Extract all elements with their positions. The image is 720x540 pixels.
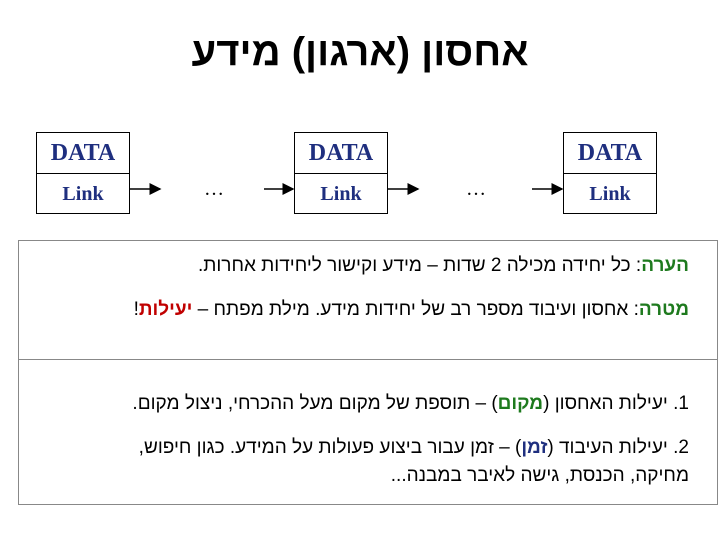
item-1-prefix: 1. יעילות האחסון (	[543, 393, 689, 414]
note-label: הערה	[641, 255, 689, 276]
data-field: DATA	[295, 133, 387, 174]
data-field: DATA	[37, 133, 129, 174]
goal-label: מטרה	[638, 299, 689, 320]
goal-keyword: יעילות	[138, 299, 193, 320]
item-1-key: מקום	[497, 393, 544, 414]
link-field: Link	[589, 182, 631, 205]
item-2-key: זמן	[521, 437, 548, 458]
list-node-3: DATA Link	[563, 132, 657, 214]
goal-line: מטרה: אחסון ועיבוד מספר רב של יחידות מיד…	[39, 297, 689, 323]
note-text: : כל יחידה מכילה 2 שדות – מידע וקישור לי…	[197, 255, 642, 276]
item-1: 1. יעילות האחסון (מקום) – תוספת של מקום …	[39, 391, 689, 417]
list-node-1: DATA Link	[36, 132, 130, 214]
item-2-continuation: מחיקה, הכנסת, גישה לאיבר במבנה...	[390, 465, 689, 486]
goal-end: !	[133, 299, 139, 320]
data-field: DATA	[564, 133, 656, 174]
panel-divider	[19, 359, 717, 360]
item-2: 2. יעילות העיבוד (זמן) – זמן עבור ביצוע …	[39, 435, 689, 461]
link-field: Link	[320, 182, 362, 205]
item-1-suffix: ) – תוספת של מקום מעל ההכרחי, ניצול מקום…	[132, 393, 498, 414]
note-line: הערה: כל יחידה מכילה 2 שדות – מידע וקישו…	[39, 253, 689, 279]
explanation-panel: הערה: כל יחידה מכילה 2 שדות – מידע וקישו…	[18, 240, 718, 505]
ellipsis-1: …	[204, 178, 224, 200]
item-2-suffix: ) – זמן עבור ביצוע פעולות על המידע. כגון…	[138, 437, 522, 458]
goal-text: : אחסון ועיבוד מספר רב של יחידות מידע. מ…	[192, 299, 639, 320]
item-2-prefix: 2. יעילות העיבוד (	[547, 437, 689, 458]
ellipsis-2: …	[466, 178, 486, 200]
link-field: Link	[62, 182, 104, 205]
list-node-2: DATA Link	[294, 132, 388, 214]
page-title: אחסון (ארגון) מידע	[191, 30, 529, 74]
